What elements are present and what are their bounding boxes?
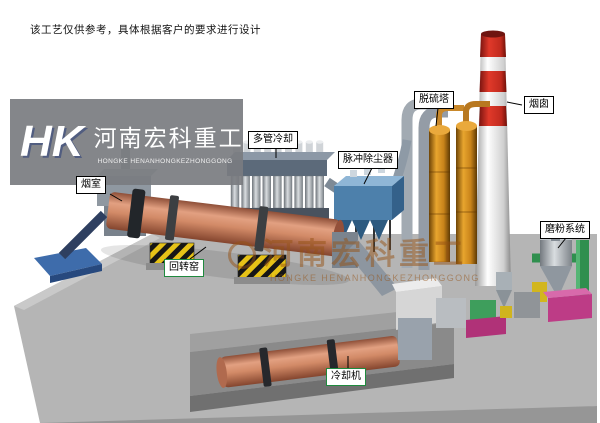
label-pulse-dust-collector: 脉冲除尘器 (338, 151, 398, 169)
label-multi-tube-cooler: 多管冷却 (248, 131, 298, 149)
cooler-tubes (230, 175, 324, 209)
label-grinding-system: 磨粉系统 (540, 221, 590, 239)
company-name-en: HONGKE HENANHONGKEZHONGGONG (97, 158, 233, 165)
company-name-en-row: HONGKE HENANHONGKEZHONGGONG (94, 158, 233, 165)
leader-lines (109, 101, 567, 368)
label-desulfurization-tower: 脱硫塔 (414, 91, 454, 109)
pulse-dust-collector (334, 139, 412, 254)
label-cooling-machine: 冷却机 (326, 368, 366, 386)
label-smoke-chamber: 烟室 (76, 176, 106, 194)
blue-pad (34, 248, 102, 283)
company-watermark-text: 河南宏科重工 HONGKE HENANHONGKEZHONGGONG (93, 119, 244, 165)
company-name-cn: 河南宏科重工 (93, 125, 244, 151)
hk-logo: HK (20, 117, 84, 166)
label-rotary-kiln: 回转窑 (164, 259, 204, 277)
company-watermark-box: HK 河南宏科重工 HONGKE HENANHONGKEZHONGGONG (10, 99, 243, 185)
label-chimney: 烟囱 (524, 96, 554, 114)
kiln-hood (332, 232, 398, 296)
chimney (475, 30, 511, 286)
disclaimer-text: 该工艺仅供参考，具体根据客户的要求进行设计 (30, 24, 261, 36)
